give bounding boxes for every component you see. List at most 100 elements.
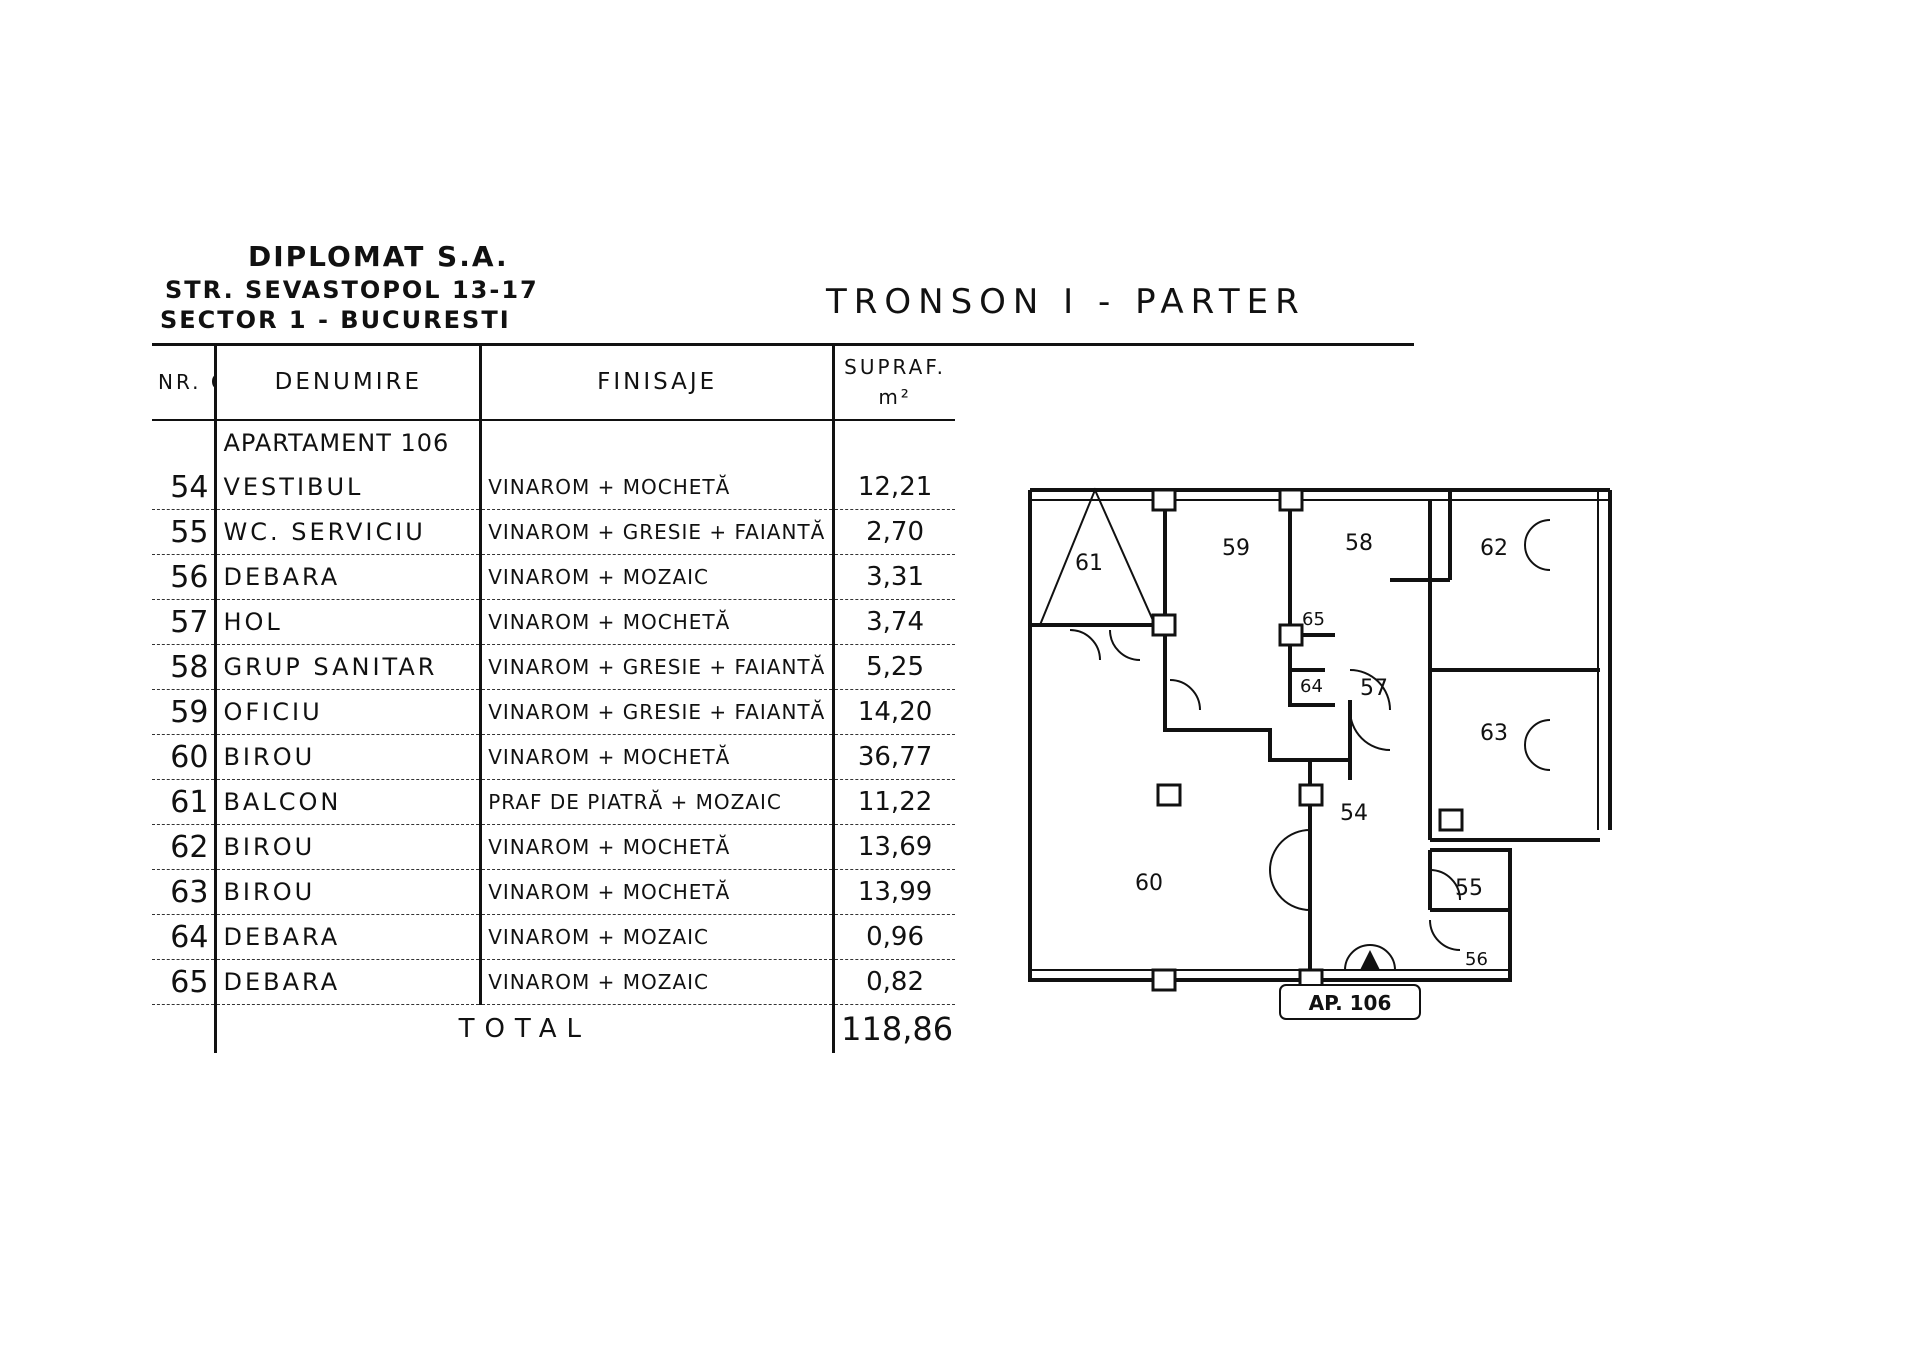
room-area: 14,20 xyxy=(833,689,955,735)
company-name: DIPLOMAT S.A. xyxy=(248,240,509,273)
room-name: DEBARA xyxy=(215,554,483,600)
apartment-tag: AP. 106 xyxy=(1279,950,1421,1020)
plan-label-61: 61 xyxy=(1075,551,1103,576)
area-header-label: SUPRAF. xyxy=(844,355,946,379)
room-name: BIROU xyxy=(215,824,483,870)
room-finish: VINAROM + GRESIE + FAIANTĂ xyxy=(480,509,836,555)
room-nr: 55 xyxy=(152,509,218,555)
plan-columns xyxy=(1151,488,1464,992)
room-name: GRUP SANITAR xyxy=(215,644,483,690)
apartment-tag-box xyxy=(1279,984,1421,1020)
apartment-area-cell xyxy=(834,420,955,465)
company-sector: SECTOR 1 - BUCURESTI xyxy=(160,306,511,334)
apartment-tag-label: AP. 106 xyxy=(1309,991,1392,1015)
rooms-table: NR. CAM. DENUMIRE FINISAJE SUPRAF. m² AP… xyxy=(152,345,955,1053)
room-name: OFICIU xyxy=(215,689,483,735)
plan-label-64: 64 xyxy=(1300,676,1323,697)
room-nr: 59 xyxy=(152,689,218,735)
room-name: BIROU xyxy=(215,869,483,915)
table-header-row: NR. CAM. DENUMIRE FINISAJE SUPRAF. m² xyxy=(152,345,955,421)
plan-room-labels: 54 55 56 57 58 59 60 61 62 63 64 65 xyxy=(1075,531,1508,970)
room-name: BIROU xyxy=(215,734,483,780)
room-area: 11,22 xyxy=(833,779,955,825)
room-nr: 63 xyxy=(152,869,218,915)
room-area: 2,70 xyxy=(833,509,955,555)
room-finish: VINAROM + MOZAIC xyxy=(480,554,836,600)
room-name: HOL xyxy=(215,599,483,645)
plan-label-59: 59 xyxy=(1222,536,1250,561)
room-area: 12,21 xyxy=(833,465,955,510)
room-nr: 58 xyxy=(152,644,218,690)
room-area: 3,31 xyxy=(833,554,955,600)
room-finish: VINAROM + MOCHETĂ xyxy=(480,599,836,645)
total-value: 118,86 xyxy=(841,1010,954,1048)
plan-label-62: 62 xyxy=(1480,536,1508,561)
room-finish: VINAROM + MOCHETĂ xyxy=(480,734,836,780)
plan-label-56: 56 xyxy=(1465,949,1488,970)
room-finish: VINAROM + GRESIE + FAIANTĂ xyxy=(480,644,836,690)
plan-walls xyxy=(1028,487,1612,982)
apartment-nr-cell xyxy=(152,420,218,465)
room-name: WC. SERVICIU xyxy=(215,509,483,555)
room-name: DEBARA xyxy=(215,914,483,960)
room-nr: 65 xyxy=(152,959,218,1005)
room-finish: VINAROM + GRESIE + FAIANTĂ xyxy=(480,689,836,735)
area-header-unit: m² xyxy=(878,385,912,409)
room-nr: 54 xyxy=(152,465,218,510)
room-finish: VINAROM + MOZAIC xyxy=(480,914,836,960)
plan-label-58: 58 xyxy=(1345,531,1373,556)
total-nr-cell xyxy=(152,1004,218,1053)
room-nr: 56 xyxy=(152,554,218,600)
plan-label-65: 65 xyxy=(1302,609,1325,630)
room-finish: VINAROM + MOCHETĂ xyxy=(480,465,836,510)
column-header-area: SUPRAF. m² xyxy=(833,345,955,421)
room-area: 13,69 xyxy=(833,824,955,870)
room-area: 13,99 xyxy=(833,869,955,915)
room-nr: 61 xyxy=(152,779,218,825)
room-nr: 64 xyxy=(152,914,218,960)
room-area: 3,74 xyxy=(833,599,955,645)
room-area: 0,82 xyxy=(833,959,955,1005)
room-finish: VINAROM + MOZAIC xyxy=(480,959,836,1005)
column-header-name: DENUMIRE xyxy=(215,345,483,421)
plan-label-63: 63 xyxy=(1480,721,1508,746)
room-name: DEBARA xyxy=(215,959,483,1005)
floor-plan: 54 55 56 57 58 59 60 61 62 63 64 65 AP. … xyxy=(1028,487,1612,1020)
plan-label-60: 60 xyxy=(1135,871,1163,896)
room-nr: 57 xyxy=(152,599,218,645)
total-label: TOTAL xyxy=(215,1004,836,1053)
room-nr: 62 xyxy=(152,824,218,870)
room-finish: PRAF DE PIATRĂ + MOZAIC xyxy=(480,779,836,825)
room-area: 0,96 xyxy=(833,914,955,960)
room-name: VESTIBUL xyxy=(215,465,483,510)
plan-doors xyxy=(1069,519,1551,971)
column-header-nr: NR. CAM. xyxy=(152,345,218,421)
plan-label-55: 55 xyxy=(1455,876,1483,901)
plan-label-54: 54 xyxy=(1340,801,1368,826)
company-street: STR. SEVASTOPOL 13-17 xyxy=(165,276,539,304)
room-finish: VINAROM + MOCHETĂ xyxy=(480,869,836,915)
apartment-finish-cell xyxy=(480,420,836,465)
entrance-arrow-icon xyxy=(1360,950,1380,970)
document-title: TRONSON I - PARTER xyxy=(826,282,1306,322)
room-finish: VINAROM + MOCHETĂ xyxy=(480,824,836,870)
plan-label-57: 57 xyxy=(1360,676,1388,701)
room-area: 36,77 xyxy=(833,734,955,780)
apartment-row: APARTAMENT 106 xyxy=(152,420,955,465)
room-nr: 60 xyxy=(152,734,218,780)
column-header-finish: FINISAJE xyxy=(480,345,836,421)
title-underline xyxy=(152,343,1414,346)
room-area: 5,25 xyxy=(833,644,955,690)
total-row: TOTAL 118,86 xyxy=(152,1004,955,1053)
